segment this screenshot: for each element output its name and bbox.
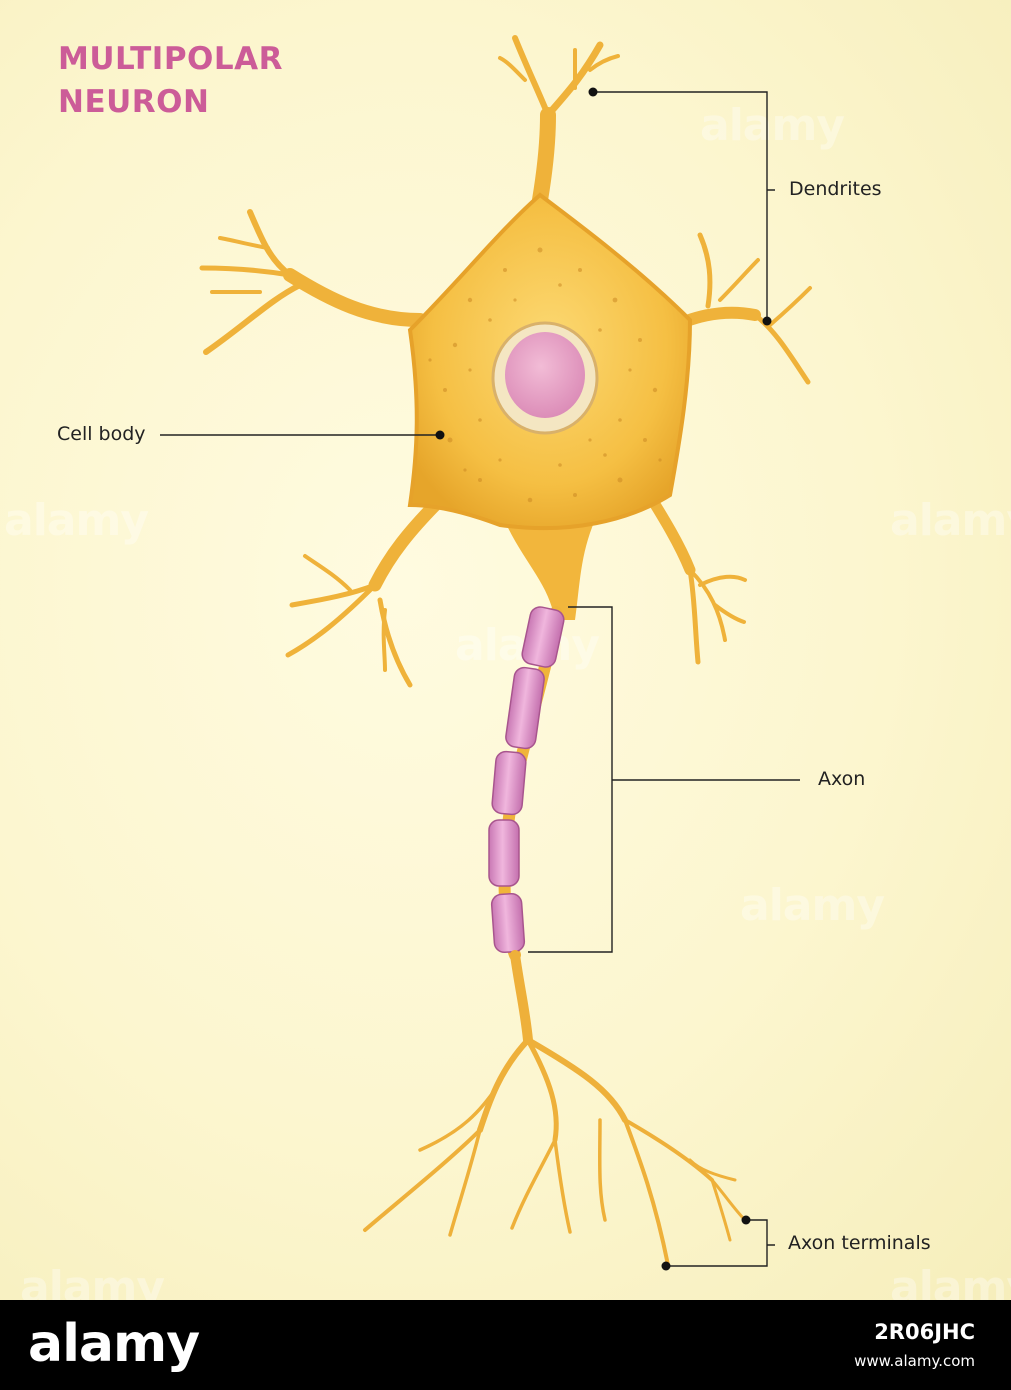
nucleus xyxy=(505,332,585,418)
label-dendrites: Dendrites xyxy=(789,178,882,200)
label-axon-terminals: Axon terminals xyxy=(788,1232,931,1254)
diagram-title: MULTIPOLAR NEURON xyxy=(58,38,283,124)
label-anchor-dots xyxy=(435,87,772,1271)
cytoplasm-granules xyxy=(428,247,662,503)
axon-terminals xyxy=(363,950,747,1267)
neuron-illustration xyxy=(160,35,812,1271)
image-id: 2R06JHC xyxy=(874,1320,975,1344)
diagram-canvas: alamy alamy alamy alamy alamy alamy alam… xyxy=(0,0,1011,1300)
alamy-logo: alamy xyxy=(28,1314,200,1374)
watermark: alamy xyxy=(4,495,149,546)
watermark: alamy xyxy=(20,1262,165,1300)
watermark: alamy xyxy=(740,880,885,931)
myelin-sheath xyxy=(488,606,565,954)
axon-hillock xyxy=(500,510,595,620)
label-cell-body: Cell body xyxy=(57,423,146,445)
watermark: alamy xyxy=(700,100,845,151)
label-axon: Axon xyxy=(818,768,866,790)
title-line-1: MULTIPOLAR xyxy=(58,41,284,77)
stock-footer-bar: alamy 2R06JHC www.alamy.com xyxy=(0,1300,1011,1390)
watermark: alamy xyxy=(890,495,1011,546)
watermark: alamy xyxy=(890,1262,1011,1300)
title-line-2: NEURON xyxy=(58,84,210,120)
leader-lines xyxy=(160,91,800,1267)
footer-url: www.alamy.com xyxy=(854,1352,975,1370)
dendrites xyxy=(199,35,812,688)
